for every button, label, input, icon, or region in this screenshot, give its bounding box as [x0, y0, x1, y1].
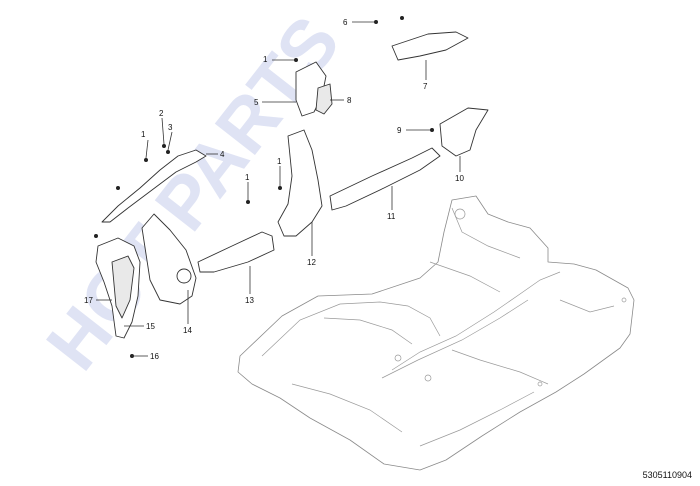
part-7-upper-trim — [391, 31, 469, 61]
part-11-sill-plate — [329, 147, 441, 211]
callout-5: 5 — [254, 98, 259, 107]
callout-10: 10 — [455, 174, 464, 183]
callout-16: 16 — [150, 352, 159, 361]
floor-carpet — [237, 195, 635, 471]
callout-12: 12 — [307, 258, 316, 267]
part-12-b-pillar — [277, 129, 323, 237]
part-10-rear-pillar — [439, 107, 489, 157]
callout-13: 13 — [245, 296, 254, 305]
callout-1a: 1 — [263, 55, 268, 64]
callout-9: 9 — [397, 126, 402, 135]
callout-4: 4 — [220, 150, 225, 159]
callout-1d: 1 — [245, 173, 250, 182]
callout-1b: 1 — [141, 130, 146, 139]
callout-17: 17 — [84, 296, 93, 305]
callout-3: 3 — [168, 123, 173, 132]
callout-14: 14 — [183, 326, 192, 335]
callout-11: 11 — [387, 212, 396, 221]
callout-leaders — [96, 21, 461, 357]
callout-2: 2 — [159, 109, 164, 118]
part-15-bracket — [111, 255, 135, 319]
catalog-code: 5305110904 — [642, 470, 692, 480]
part-14-speaker-hole — [176, 268, 192, 284]
callout-8: 8 — [347, 96, 352, 105]
part-13-sill-trim — [197, 231, 275, 273]
callout-15: 15 — [146, 322, 155, 331]
callout-7: 7 — [423, 82, 428, 91]
callout-labels: 1 1 1 1 2 3 4 5 6 7 8 9 10 11 12 13 14 1… — [84, 18, 464, 361]
part-8-insert — [315, 83, 333, 115]
callout-1c: 1 — [277, 157, 282, 166]
part-4-trim — [101, 149, 207, 223]
callout-6: 6 — [343, 18, 348, 27]
